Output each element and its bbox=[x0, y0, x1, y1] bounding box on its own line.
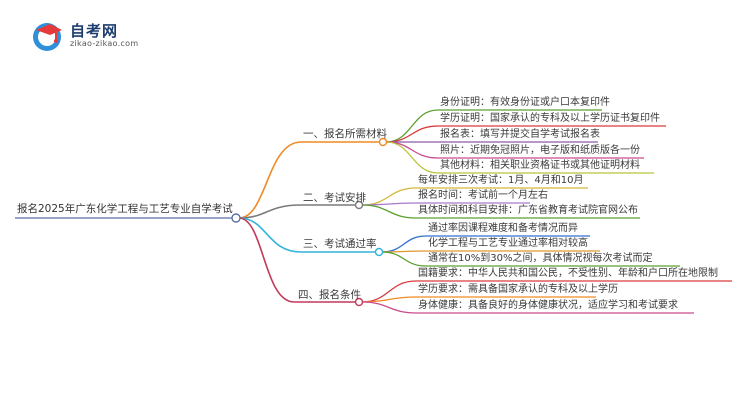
leaf-conditions-3: 身体健康：具备良好的身体健康状况，适应学习和考试要求 bbox=[418, 300, 678, 311]
branch-node bbox=[374, 247, 384, 257]
leaf-connector bbox=[381, 235, 427, 253]
branch-conditions: 四、报名条件 bbox=[298, 289, 361, 301]
leaf-schedule-1: 每年安排三次考试：1月、4月和10月 bbox=[418, 175, 584, 186]
leaf-pass-rate-2: 化学工程与工艺专业通过率相对较高 bbox=[428, 238, 588, 249]
branch-node bbox=[378, 137, 388, 147]
branch-materials: 一、报名所需材料 bbox=[303, 128, 387, 140]
logo-name: 自考网 bbox=[70, 22, 119, 40]
leaf-pass-rate-3: 通常在10%到30%之间，具体情况视每次考试而定 bbox=[428, 253, 653, 264]
leaf-materials-4: 照片：近期免冠照片，电子版和纸质版各一份 bbox=[440, 145, 640, 156]
leaf-connector bbox=[385, 125, 439, 143]
leaf-materials-3: 报名表：填写并提交自学考试报名表 bbox=[440, 129, 600, 140]
logo-graduation-icon bbox=[33, 23, 62, 51]
site-logo[interactable]: 自考网 zikao-zikao.com bbox=[30, 18, 180, 54]
branch-connector bbox=[238, 217, 302, 253]
leaf-materials-1: 身份证明：有效身份证或户口本复印件 bbox=[440, 97, 610, 108]
branch-connector bbox=[238, 141, 302, 219]
logo-url: zikao-zikao.com bbox=[70, 39, 139, 48]
leaf-materials-5: 其他材料：相关职业资格证书或其他证明材料 bbox=[440, 160, 640, 171]
branch-node bbox=[354, 297, 364, 307]
leaf-materials-2: 学历证明：国家承认的专科及以上学历证书复印件 bbox=[440, 113, 660, 124]
root-node bbox=[231, 213, 241, 223]
leaf-conditions-2: 学历要求：需具备国家承认的专科及以上学历 bbox=[418, 284, 618, 295]
branch-node bbox=[354, 200, 364, 210]
leaf-connector bbox=[381, 251, 427, 267]
leaf-schedule-3: 具体时间和科目安排：广东省教育考试院官网公布 bbox=[418, 205, 638, 216]
leaf-connector bbox=[385, 141, 439, 174]
leaf-connector bbox=[361, 204, 417, 219]
leaf-pass-rate-1: 通过率因课程难度和备考情况而异 bbox=[428, 223, 578, 234]
branch-schedule: 二、考试安排 bbox=[303, 192, 366, 204]
leaf-connector bbox=[385, 141, 439, 159]
branch-connector bbox=[238, 217, 295, 303]
branch-pass-rate: 三、考试通过率 bbox=[303, 238, 377, 250]
branch-connector bbox=[238, 204, 302, 219]
leaf-schedule-2: 报名时间：考试前一个月左右 bbox=[418, 190, 548, 201]
leaf-connector bbox=[361, 296, 417, 303]
leaf-conditions-1: 国籍要求：中华人民共和国公民，不受性别、年龄和户口所在地限制 bbox=[418, 268, 718, 279]
leaf-connector bbox=[361, 301, 417, 314]
mindmap-root: 报名2025年广东化学工程与工艺专业自学考试 bbox=[17, 203, 233, 215]
